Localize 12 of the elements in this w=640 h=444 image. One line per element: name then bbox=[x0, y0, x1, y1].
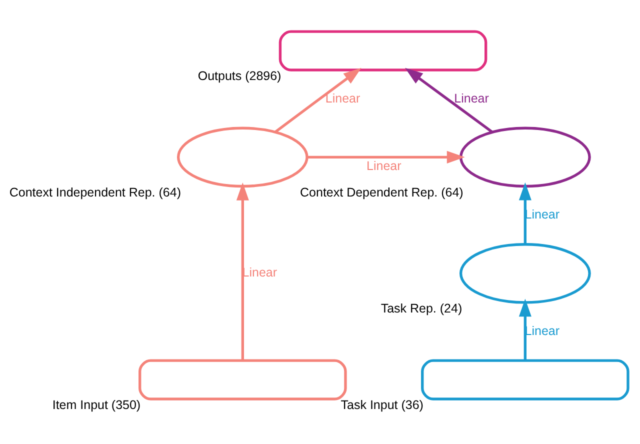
node-label: Context Dependent Rep. (64) bbox=[300, 185, 464, 200]
edge-label: Linear bbox=[524, 208, 560, 222]
node-label: Outputs (2896) bbox=[198, 69, 282, 84]
edge-label: Linear bbox=[454, 91, 489, 106]
edge-label: Linear bbox=[325, 91, 360, 106]
edge-label: Linear bbox=[242, 266, 278, 280]
node-label: Task Rep. (24) bbox=[380, 301, 462, 316]
node-label: Item Input (350) bbox=[52, 398, 141, 412]
node-label: Task Input (36) bbox=[340, 398, 424, 412]
node-label: Context Independent Rep. (64) bbox=[9, 185, 181, 200]
edge-label: Linear bbox=[366, 158, 402, 173]
edge-label: Linear bbox=[524, 324, 560, 338]
